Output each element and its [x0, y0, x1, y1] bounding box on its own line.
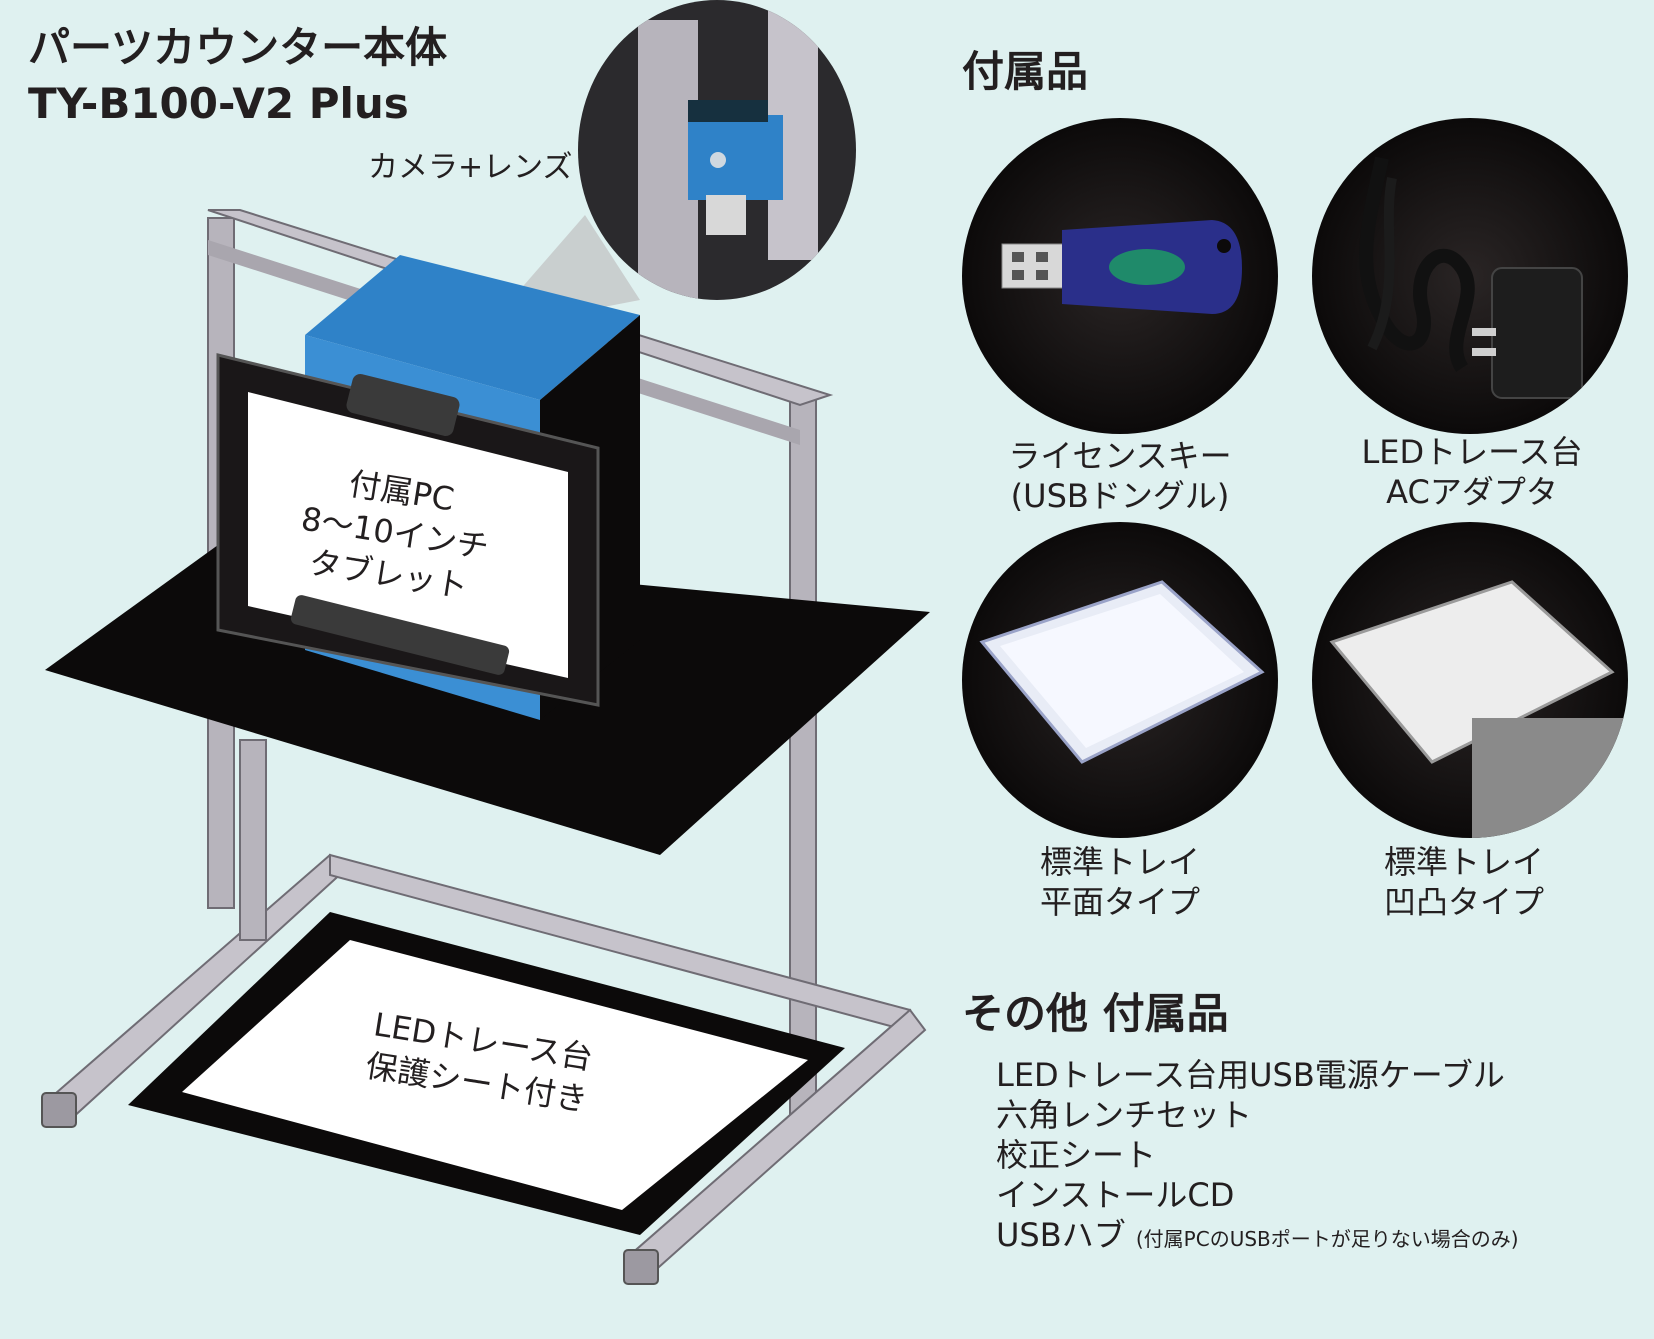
caption-line2: ACアダプタ — [1386, 473, 1558, 511]
accessory-caption-textured-tray: 標準トレイ 凹凸タイプ — [1304, 842, 1624, 922]
caption-line1: ライセンスキー — [1008, 437, 1232, 475]
product-model: TY-B100-V2 Plus — [28, 79, 409, 128]
camera-enclosure-top — [305, 255, 640, 400]
camera-lens-icon — [638, 0, 818, 300]
list-item-usb-hub: USBハブ (付属PCのUSBポートが足りない場合のみ) — [996, 1215, 1519, 1259]
caption-line2: 凹凸タイプ — [1383, 883, 1544, 921]
other-accessories-list: LEDトレース台用USB電源ケーブル 六角レンチセット 校正シート インストール… — [996, 1055, 1519, 1259]
caption-line2: (USBドングル) — [1010, 477, 1230, 515]
caption-line2: 平面タイプ — [1039, 883, 1200, 921]
accessory-caption-flat-tray: 標準トレイ 平面タイプ — [960, 842, 1280, 922]
accessory-caption-ac-adapter: LEDトレース台 ACアダプタ — [1312, 432, 1632, 512]
accessory-usb-dongle — [962, 118, 1278, 434]
list-item: LEDトレース台用USB電源ケーブル — [996, 1056, 1505, 1094]
product-title-name: パーツカウンター本体 — [28, 23, 448, 72]
frame-upright-right — [789, 394, 817, 1116]
ac-adapter-icon — [1359, 156, 1583, 399]
accessory-ac-adapter — [1312, 118, 1628, 434]
device-diagram — [41, 209, 930, 1285]
accessory-flat-tray — [962, 522, 1278, 838]
frame-upright-front — [239, 739, 267, 941]
frame-foot-left — [41, 1092, 77, 1128]
list-item: 六角レンチセット — [996, 1096, 1253, 1134]
tablet-clip-bottom — [290, 595, 510, 675]
list-item: インストールCD — [996, 1176, 1235, 1214]
caption-line1: LEDトレース台 — [1361, 433, 1583, 471]
frame-foot-front — [623, 1249, 659, 1285]
other-accessories-heading: その他 付属品 — [962, 989, 1229, 1038]
caption-line1: 標準トレイ — [1039, 843, 1200, 881]
accessory-textured-tray — [1312, 522, 1628, 838]
accessory-caption-usb-dongle: ライセンスキー (USBドングル) — [960, 436, 1280, 516]
textured-tray-icon — [1329, 580, 1628, 838]
tablet-clip-top — [346, 373, 460, 437]
usb-hub-note: (付属PCのUSBポートが足りない場合のみ) — [1135, 1227, 1519, 1251]
accessories-heading: 付属品 — [962, 47, 1089, 96]
camera-callout-label: カメラ+レンズ — [368, 150, 573, 185]
usb-hub-label: USBハブ — [996, 1216, 1126, 1254]
led-tracer-surface — [182, 940, 808, 1210]
camera-zoom-circle — [578, 0, 856, 300]
flat-tray-icon — [979, 580, 1265, 764]
list-item: 校正シート — [996, 1136, 1157, 1174]
caption-line1: 標準トレイ — [1383, 843, 1544, 881]
usb-dongle-icon — [1001, 220, 1242, 314]
product-title: パーツカウンター本体 TY-B100-V2 Plus — [28, 20, 447, 132]
